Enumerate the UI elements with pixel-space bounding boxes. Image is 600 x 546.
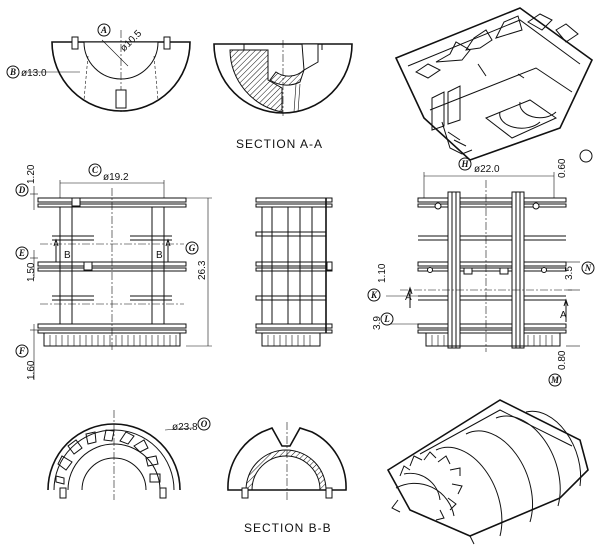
callout-letter: O (201, 419, 208, 429)
dim-h-value: ø22.0 (474, 164, 500, 175)
callout-N: N 3.5 (564, 261, 595, 280)
callout-letter: B (9, 67, 16, 77)
callout-F: F 1.60 (15, 344, 37, 380)
section-mark-b-left: B (64, 250, 71, 261)
dim-c-value: ø19.2 (103, 172, 129, 183)
section-b-b-view (227, 422, 347, 500)
gear-half-view (47, 410, 193, 500)
dim-e-value: 1.50 (26, 262, 37, 282)
callout-letter: M (550, 375, 560, 385)
dim-m-value: 0.80 (557, 350, 568, 370)
section-mark-b-right: B (156, 250, 163, 261)
dim-f-value: 1.60 (26, 360, 37, 380)
callout-E: E 1.50 (15, 246, 37, 282)
callout-letter: E (18, 248, 25, 258)
callout-letter: C (92, 165, 99, 175)
section-a-a-title: SECTION A-A (236, 137, 323, 151)
isometric-view-bottom (386, 399, 589, 545)
callout-C: C ø19.2 (88, 163, 129, 183)
callout-letter: G (189, 243, 196, 253)
callout-O: ø23.8 O (172, 417, 211, 433)
section-mark-a-top: A (405, 292, 412, 303)
callout-D: D 1.20 (15, 164, 37, 197)
dim-h-side-value: 0.60 (557, 158, 568, 178)
section-b-b-title: SECTION B-B (244, 521, 332, 535)
callout-letter: A (100, 25, 107, 35)
callout-H: H ø22.0 0.60 (458, 149, 593, 178)
callout-letter: N (584, 263, 592, 273)
callout-letter: L (383, 314, 390, 324)
front-view-right (386, 172, 580, 352)
callout-letter: H (460, 159, 469, 169)
callout-letter: D (18, 185, 26, 195)
dim-o-value: ø23.8 (172, 422, 198, 433)
callout-letter: F (18, 346, 25, 356)
callout-letter: K (370, 290, 378, 300)
top-view-half-ring (24, 30, 191, 112)
dim-n-value: 3.5 (564, 266, 575, 280)
dim-g-value: 26.3 (197, 260, 208, 280)
dim-l-value: 3.9 (372, 316, 383, 330)
callout-B: B ø13.0 (6, 65, 47, 79)
front-view-left (30, 180, 212, 380)
dim-d-value: 1.20 (26, 164, 37, 184)
dim-b-value: ø13.0 (21, 68, 47, 79)
section-mark-a-bottom: A (560, 310, 567, 321)
callout-G: G 26.3 (185, 241, 208, 280)
callout-M: M 0.80 (548, 350, 568, 387)
callout-L: L 3.9 (372, 312, 394, 330)
isometric-view-top (394, 7, 594, 161)
side-view-middle (255, 197, 333, 347)
dim-k-value: 1.10 (377, 263, 388, 283)
callout-K: K 1.10 (367, 263, 388, 302)
section-a-a-view (213, 40, 353, 116)
